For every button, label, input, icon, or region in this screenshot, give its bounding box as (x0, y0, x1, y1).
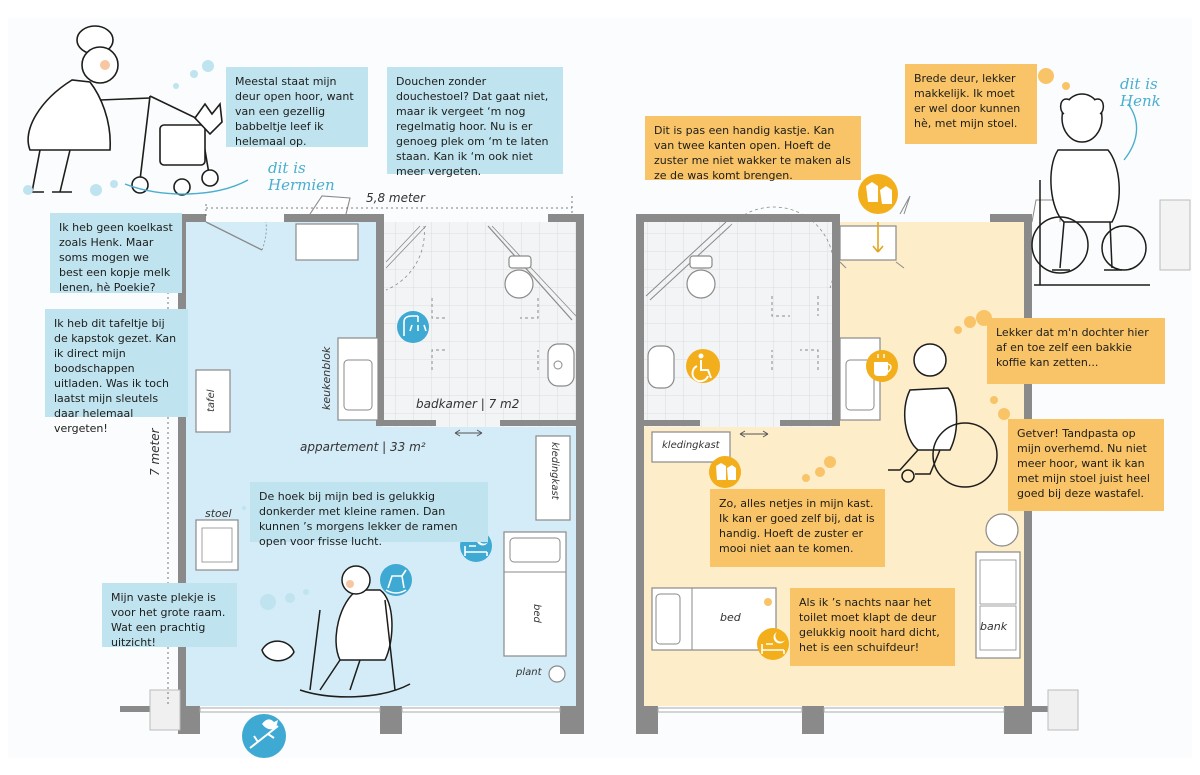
left-apartment (120, 195, 584, 734)
henk-pointer-line (1123, 103, 1138, 161)
right-round-table (985, 513, 1019, 547)
henk-name: Henk (1120, 92, 1161, 110)
henk-thought-dots (764, 68, 1070, 606)
hermien-illustration (24, 25, 223, 196)
hermien-name: Hermien (268, 176, 335, 194)
badkamer-label: badkamer | 7 m2 (416, 397, 520, 411)
hermien-shower-bubble: Douchen zonder douchestoel? Dat gaat nie… (387, 67, 563, 178)
hermien-window-bubble: Mijn vaste plekje is voor het grote raam… (102, 583, 237, 649)
bird-branch-icon (242, 714, 286, 758)
hermien-door-bubble: Meestal staat mijn deur open hoor, want … (226, 67, 368, 148)
henk-toothpaste-bubble: Getver! Tandpasta op mijn overhemd. Nu n… (1008, 419, 1164, 511)
right-bathroom-floor (644, 222, 832, 427)
henk-illustration (1031, 93, 1150, 286)
henk-night-bubble: Als ik ’s nachts naar het toilet moet kl… (790, 588, 955, 666)
hermien-thought-dots (23, 60, 309, 610)
henk-door-bubble: Brede deur, lekker makkelijk. Ik moet er… (905, 64, 1037, 144)
rocking-horse-icon (380, 564, 412, 596)
henk-name-tag: dit is Henk (1120, 76, 1161, 110)
henk-closet-bubble: Zo, alles netjes in mijn kast. Ik kan er… (710, 489, 885, 567)
henk-cabinet-bubble: Dit is pas een handig kastje. Kan van tw… (645, 116, 861, 182)
appartement-label: appartement | 33 m² (300, 440, 426, 454)
hermien-fridge-bubble: Ik heb geen koelkast zoals Henk. Maar so… (50, 213, 182, 294)
depth-dimension-label: 7 meter (148, 428, 162, 476)
henk-coffee-bubble: Lekker dat m'n dochter hier af en toe ze… (987, 318, 1165, 384)
bank-label: bank (980, 620, 1008, 633)
hermien-pointer-line (124, 179, 249, 195)
wheelchair-man-illustration (888, 343, 998, 488)
bed-right-label: bed (720, 611, 741, 624)
left-table (195, 369, 231, 433)
keukenblok-label: keukenblok (320, 346, 333, 410)
hermien-name-tag: dit is Hermien (268, 160, 335, 194)
henk-name-prefix: dit is (1120, 75, 1158, 93)
shower-icon (397, 311, 429, 343)
width-dimension-label: 5,8 meter (366, 191, 425, 205)
tafel-label: tafel (206, 389, 217, 413)
coffee-cup-icon (866, 350, 898, 382)
wheelchair-icon (686, 349, 720, 383)
rocking-woman-illustration (261, 565, 411, 698)
kledingkast-left-label: kledingkast (549, 442, 560, 500)
laundry-icon (858, 174, 898, 214)
stoel-label: stoel (205, 507, 232, 520)
left-plant (548, 665, 566, 683)
bed-left-label: bed (531, 604, 542, 623)
left-closet (535, 435, 571, 521)
kledingkast-right-label: kledingkast (662, 440, 720, 451)
plant-label: plant (516, 667, 542, 678)
hermien-table-bubble: Ik heb dit tafeltje bij de kapstok gezet… (45, 309, 188, 435)
hermien-bed-bubble: De hoek bij mijn bed is gelukkig donkerd… (250, 482, 488, 548)
hermien-name-prefix: dit is (268, 159, 306, 177)
right-closet (651, 431, 731, 463)
clothes-icon (709, 456, 741, 488)
bed-moon-icon-right (757, 628, 789, 660)
